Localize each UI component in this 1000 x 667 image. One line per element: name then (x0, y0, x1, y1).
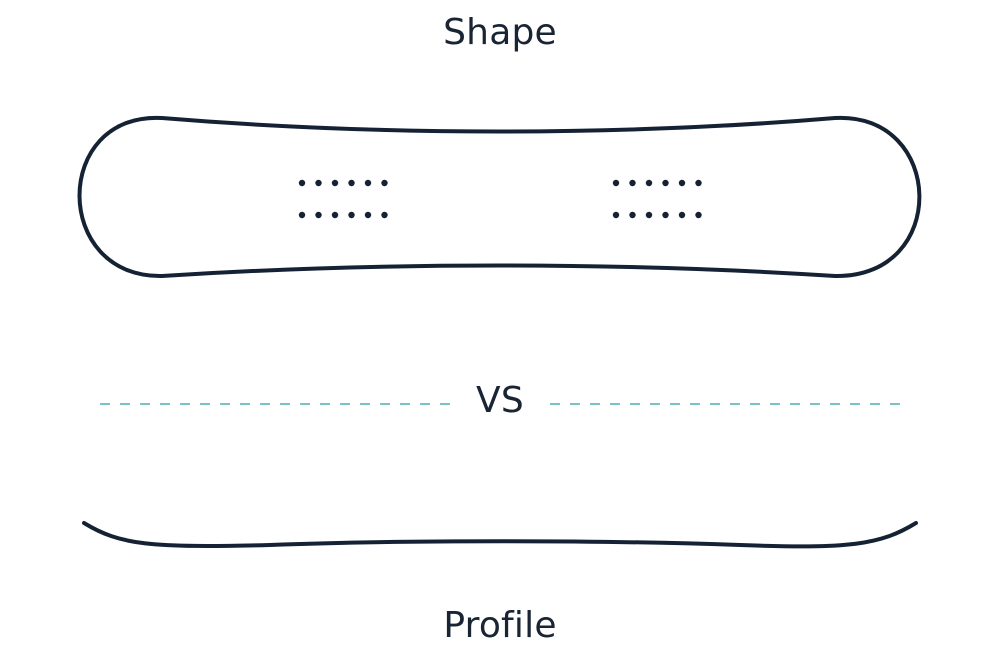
insert-hole-left-r2-4 (348, 211, 355, 219)
insert-hole-left-r1-5 (364, 179, 372, 187)
vs-label: VS (476, 380, 524, 421)
snowboard-shape-outline (77, 115, 922, 279)
insert-hole-right-r2-6 (695, 211, 702, 219)
shape-title: Shape (443, 12, 557, 53)
insert-hole-right-r1-2 (629, 179, 636, 187)
insert-holes-right (612, 179, 702, 219)
insert-hole-left-r1-1 (298, 179, 306, 187)
insert-hole-left-r1-6 (381, 179, 388, 187)
snowboard-profile-curve (82, 521, 918, 549)
insert-hole-right-r2-3 (645, 211, 653, 219)
profile-title: Profile (443, 605, 557, 646)
insert-hole-right-r1-5 (678, 179, 686, 187)
insert-hole-left-r1-2 (315, 179, 322, 187)
insert-hole-left-r2-3 (331, 211, 339, 219)
insert-hole-right-r2-5 (678, 211, 686, 219)
insert-holes-left (298, 179, 388, 219)
insert-hole-right-r2-2 (629, 211, 636, 219)
insert-hole-right-r1-3 (645, 179, 653, 187)
insert-hole-left-r2-6 (381, 211, 388, 219)
insert-hole-left-r2-1 (298, 211, 306, 219)
insert-hole-right-r1-4 (662, 179, 669, 187)
insert-hole-left-r2-2 (315, 211, 322, 219)
insert-hole-right-r1-6 (695, 179, 702, 187)
insert-hole-left-r2-5 (364, 211, 372, 219)
insert-hole-left-r1-3 (331, 179, 339, 187)
insert-hole-right-r2-1 (612, 211, 620, 219)
insert-hole-right-r1-1 (612, 179, 620, 187)
insert-hole-right-r2-4 (662, 211, 669, 219)
insert-hole-left-r1-4 (348, 179, 355, 187)
